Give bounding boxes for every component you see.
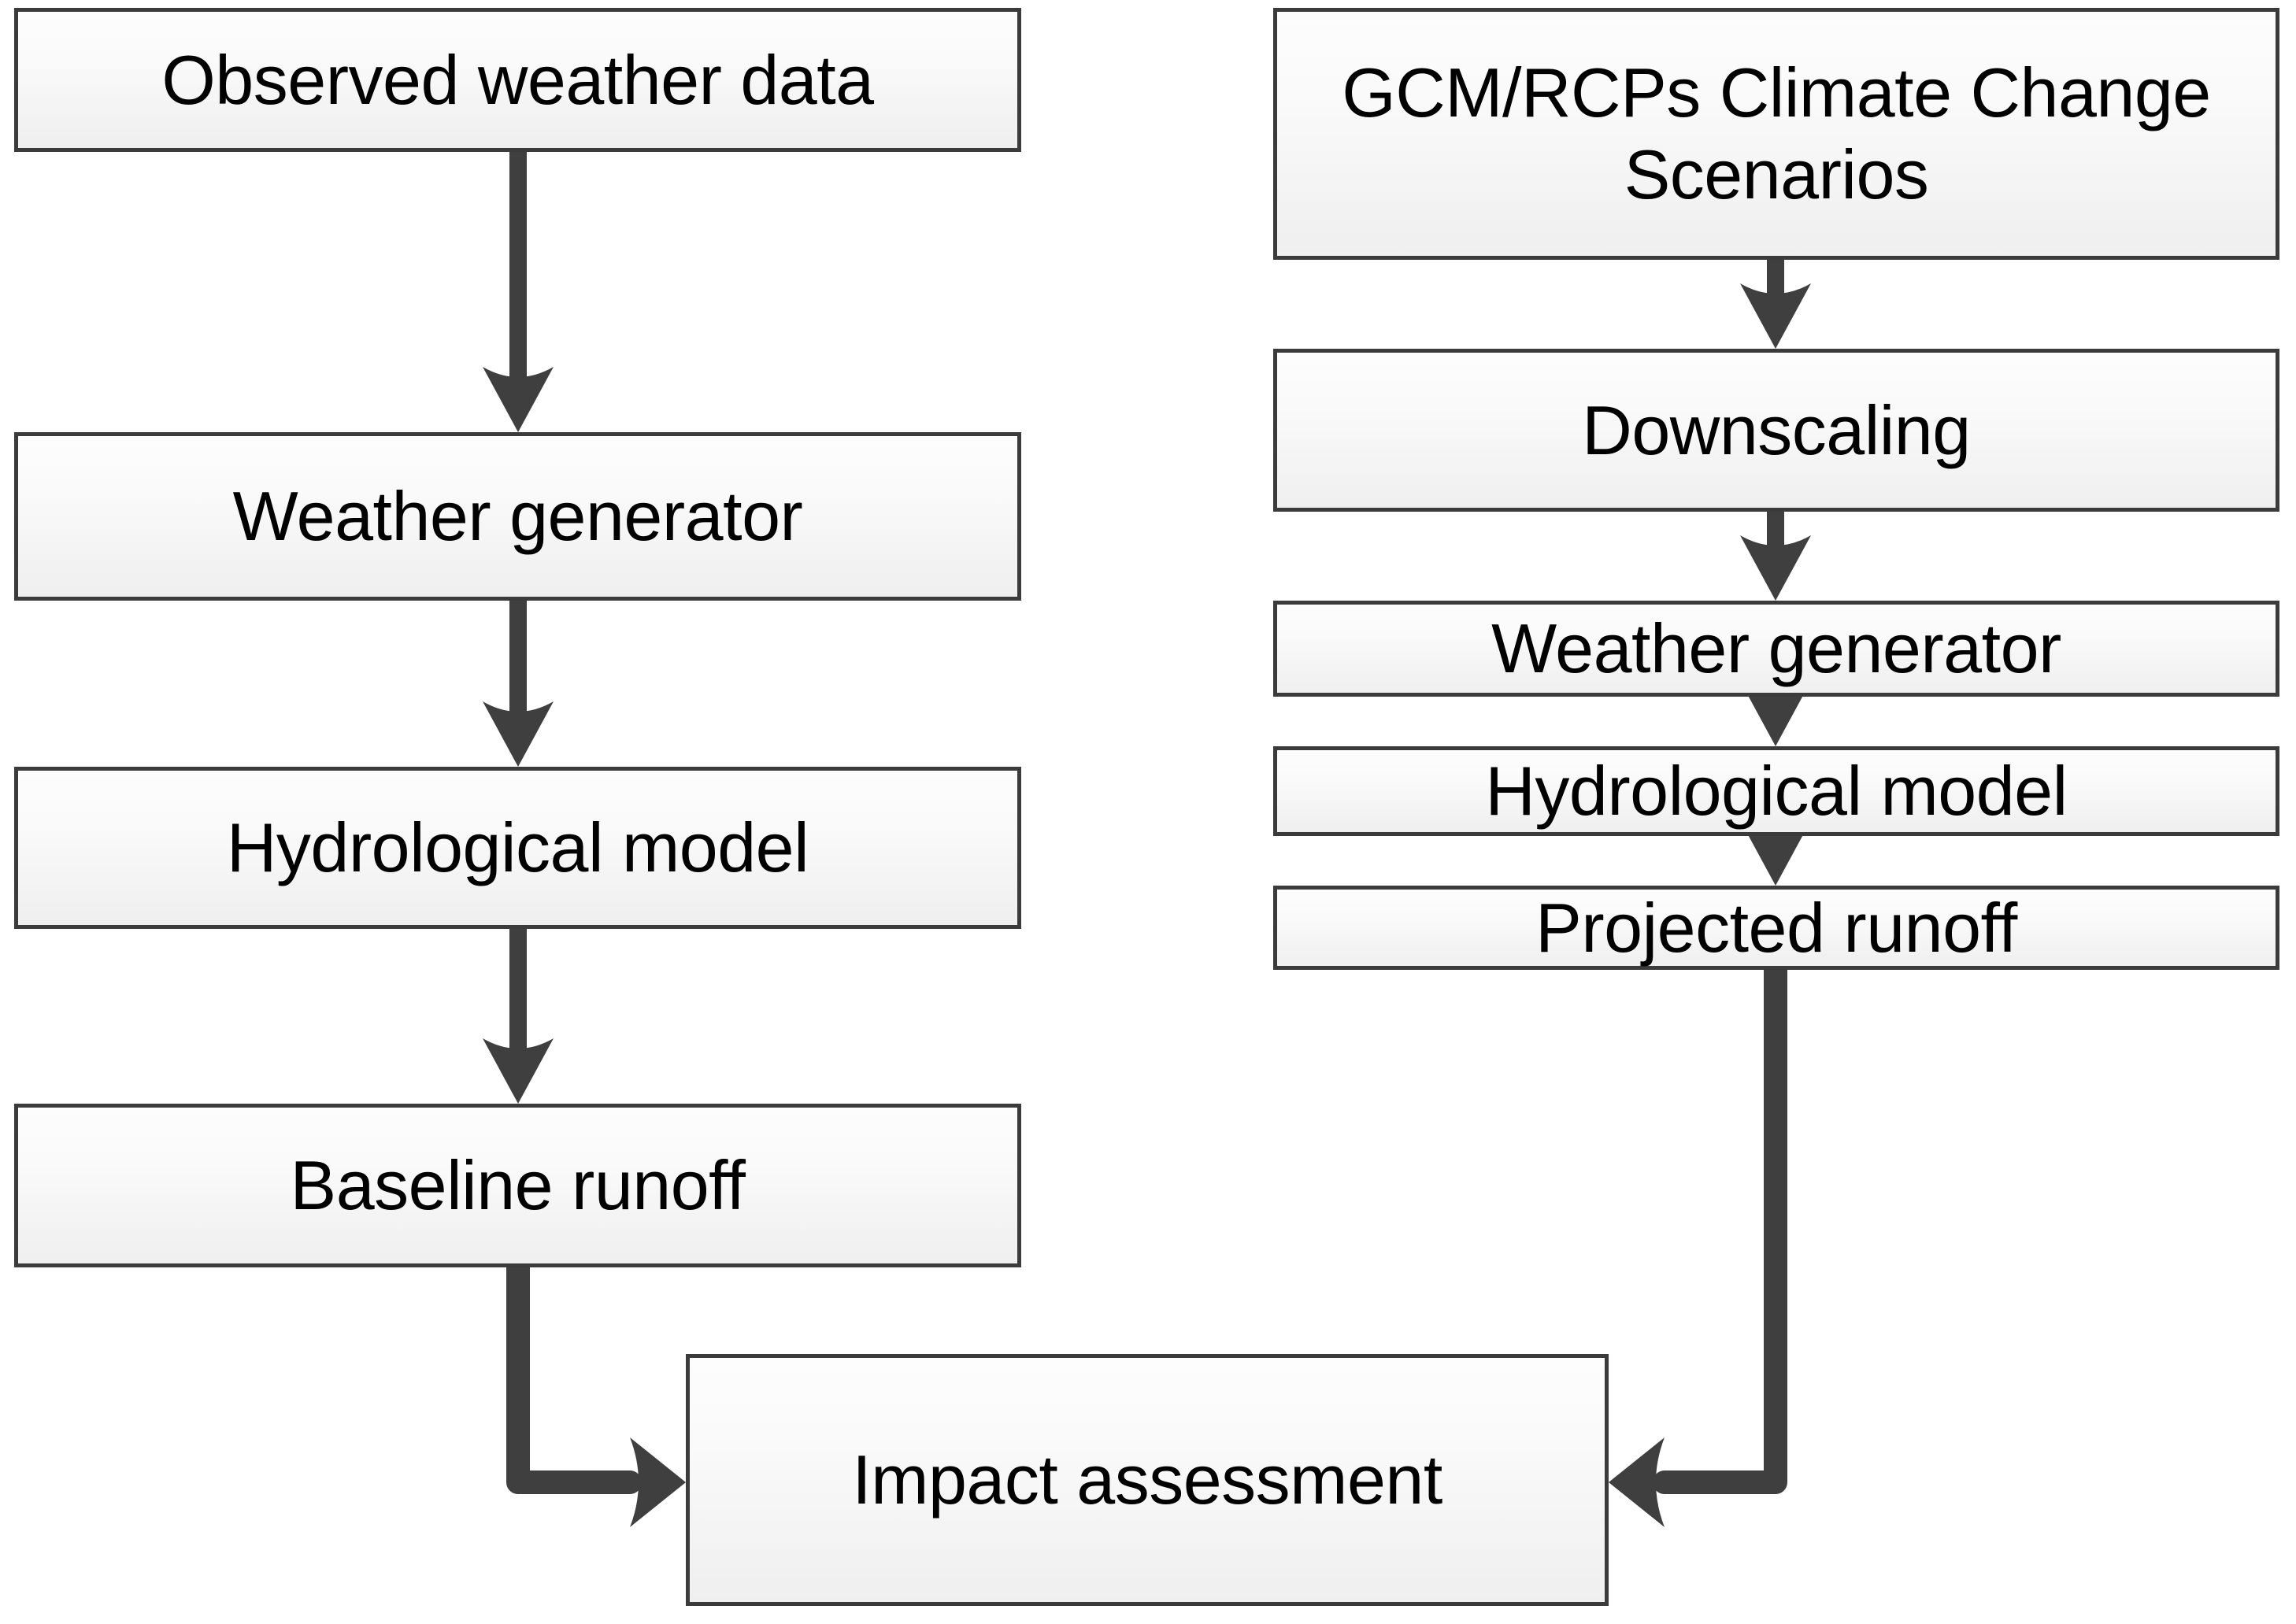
node-baseline-runoff[interactable]: Baseline runoff (14, 1104, 1021, 1267)
arrow-weather-generator-to-hydrological-model (483, 592, 554, 767)
node-label-projected-runoff: Projected runoff (1535, 888, 2017, 967)
node-label-gcm-rcps-scenarios: GCM/RCPs Climate Change Scenarios (1342, 54, 2211, 213)
node-observed-weather-data[interactable]: Observed weather data (14, 8, 1021, 152)
node-weather-generator-right[interactable]: Weather generator (1273, 601, 2279, 697)
node-impact-assessment[interactable]: Impact assessment (686, 1354, 1609, 1606)
arrow-hydrological-model-to-projected-runoff (1740, 820, 1811, 886)
node-label-observed-weather-data: Observed weather data (161, 40, 874, 119)
node-label-downscaling: Downscaling (1582, 390, 1971, 469)
arrow-weather-generator-to-hydrological-model-right (1740, 681, 1811, 746)
node-label-baseline-runoff: Baseline runoff (290, 1146, 746, 1225)
node-label-hydrological-model-left: Hydrological model (226, 808, 809, 887)
arrow-projected-runoff-to-impact-assessment (1609, 958, 1787, 1527)
arrow-scenarios-to-downscaling (1740, 251, 1811, 349)
arrow-baseline-runoff-to-impact-assessment (506, 1256, 686, 1527)
node-label-impact-assessment: Impact assessment (852, 1441, 1442, 1519)
node-weather-generator-left[interactable]: Weather generator (14, 432, 1021, 601)
arrow-hydrological-model-to-baseline-runoff (483, 920, 554, 1104)
node-label-hydrological-model-right: Hydrological model (1485, 752, 2068, 830)
arrow-observed-to-weather-generator (483, 143, 554, 432)
arrow-downscaling-to-weather-generator (1740, 503, 1811, 601)
node-gcm-rcps-scenarios[interactable]: GCM/RCPs Climate Change Scenarios (1273, 8, 2279, 260)
node-label-weather-generator-left: Weather generator (232, 477, 803, 556)
node-hydrological-model-right[interactable]: Hydrological model (1273, 746, 2279, 836)
node-downscaling[interactable]: Downscaling (1273, 349, 2279, 512)
node-hydrological-model-left[interactable]: Hydrological model (14, 767, 1021, 929)
node-projected-runoff[interactable]: Projected runoff (1273, 886, 2279, 970)
node-label-weather-generator-right: Weather generator (1491, 609, 2061, 688)
